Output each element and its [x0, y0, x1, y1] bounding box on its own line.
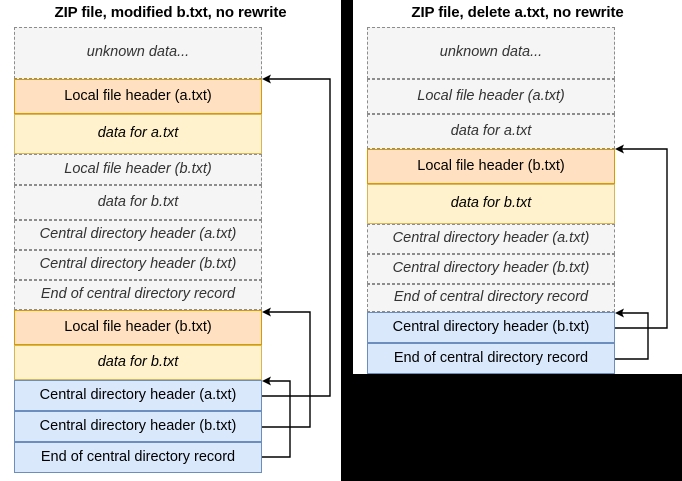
zip-section-label: unknown data...	[439, 44, 543, 61]
zip-section-label: Central directory header (a.txt)	[392, 230, 590, 247]
reference-arrow-head	[615, 308, 624, 318]
zip-section-label: Central directory header (b.txt)	[392, 260, 590, 277]
zip-section-label: End of central directory record	[40, 286, 236, 303]
panel-left-title: ZIP file, modified b.txt, no rewrite	[54, 4, 287, 21]
zip-section-label: data for b.txt	[97, 193, 179, 210]
zip-section-block: data for a.txt	[367, 114, 615, 149]
zip-section-label: data for b.txt	[97, 353, 179, 370]
reference-arrow-line	[615, 148, 668, 329]
reference-arrow-head	[262, 307, 271, 317]
zip-section-block: End of central directory record	[14, 280, 262, 310]
reference-arrow-head	[615, 144, 624, 154]
zip-section-block: unknown data...	[367, 27, 615, 79]
zip-section-label: Central directory header (b.txt)	[39, 417, 237, 434]
zip-section-block: Central directory header (a.txt)	[367, 224, 615, 254]
zip-section-block: Local file header (b.txt)	[14, 154, 262, 185]
zip-section-block: Central directory header (b.txt)	[367, 312, 615, 343]
reference-arrow-line	[615, 312, 649, 360]
panel-zip-modified: ZIP file, modified b.txt, no rewrite unk…	[0, 0, 341, 481]
zip-section-block: Central directory header (b.txt)	[14, 411, 262, 442]
zip-section-label: Local file header (b.txt)	[417, 157, 565, 174]
zip-section-block: Central directory header (a.txt)	[14, 380, 262, 411]
reference-arrow-line	[262, 380, 291, 458]
zip-section-block: Central directory header (b.txt)	[14, 250, 262, 280]
zip-section-block: End of central directory record	[14, 442, 262, 473]
zip-section-label: data for a.txt	[97, 125, 179, 142]
zip-section-label: Central directory header (b.txt)	[392, 318, 590, 335]
zip-section-block: Central directory header (a.txt)	[14, 220, 262, 250]
zip-section-block: unknown data...	[14, 27, 262, 79]
reference-arrow-head	[262, 376, 271, 386]
zip-section-block: Local file header (b.txt)	[14, 310, 262, 345]
zip-section-block: Local file header (a.txt)	[367, 79, 615, 114]
zip-section-label: End of central directory record	[40, 448, 236, 465]
zip-section-block: Local file header (b.txt)	[367, 149, 615, 184]
zip-section-block: Local file header (a.txt)	[14, 79, 262, 114]
zip-section-label: End of central directory record	[393, 349, 589, 366]
zip-section-block: data for b.txt	[14, 345, 262, 380]
zip-section-label: data for a.txt	[450, 122, 532, 139]
zip-section-block: End of central directory record	[367, 284, 615, 312]
zip-section-label: unknown data...	[86, 44, 190, 61]
zip-section-label: Local file header (a.txt)	[64, 87, 212, 104]
reference-arrow-line	[262, 78, 331, 397]
zip-section-label: Central directory header (a.txt)	[39, 226, 237, 243]
zip-section-label: Central directory header (a.txt)	[39, 386, 237, 403]
zip-section-label: Local file header (b.txt)	[64, 318, 212, 335]
zip-section-block: data for a.txt	[14, 114, 262, 154]
zip-section-label: End of central directory record	[393, 289, 589, 306]
zip-section-block: End of central directory record	[367, 343, 615, 374]
zip-section-label: Local file header (a.txt)	[417, 87, 565, 104]
zip-section-block: Central directory header (b.txt)	[367, 254, 615, 284]
panel-zip-deleted: ZIP file, delete a.txt, no rewrite unkno…	[353, 0, 682, 374]
zip-section-label: Local file header (b.txt)	[64, 160, 212, 177]
zip-section-label: data for b.txt	[450, 195, 532, 212]
zip-section-label: Central directory header (b.txt)	[39, 256, 237, 273]
zip-section-block: data for b.txt	[14, 185, 262, 220]
zip-section-block: data for b.txt	[367, 184, 615, 224]
reference-arrow-head	[262, 74, 271, 84]
reference-arrow-line	[262, 311, 311, 428]
panel-right-title: ZIP file, delete a.txt, no rewrite	[411, 4, 624, 21]
